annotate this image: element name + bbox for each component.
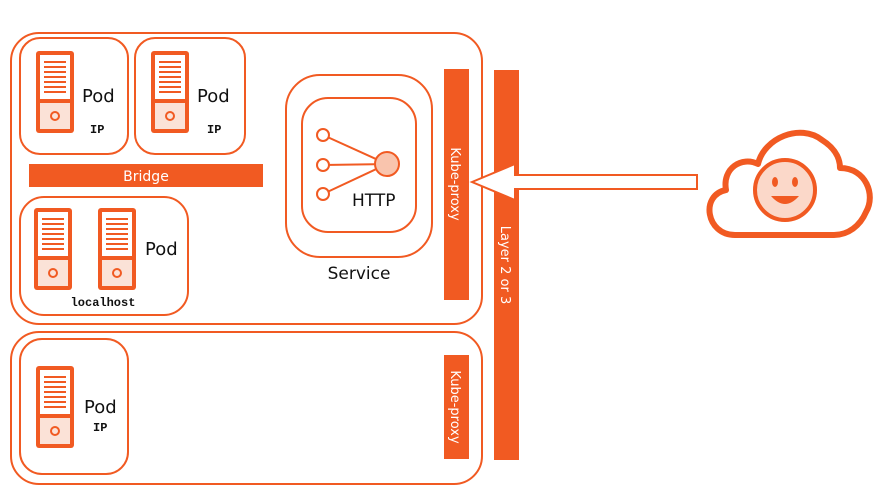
pod-b: Pod IP bbox=[134, 37, 246, 155]
service-protocol: HTTP bbox=[352, 191, 396, 211]
server-icon bbox=[97, 207, 137, 291]
server-icon bbox=[35, 50, 75, 134]
pod-a-ip: IP bbox=[90, 123, 104, 137]
server-icon bbox=[33, 207, 73, 291]
service-label: Service bbox=[328, 264, 391, 284]
kube-proxy-label-2: Kube-proxy bbox=[447, 370, 462, 444]
pod-d: Pod IP bbox=[19, 338, 129, 475]
kube-proxy-node-1: Kube-proxy bbox=[444, 69, 469, 300]
kube-proxy-label: Kube-proxy bbox=[447, 147, 462, 221]
layer-bar: Layer 2 or 3 bbox=[494, 70, 519, 460]
kube-proxy-node-2: Kube-proxy bbox=[444, 355, 469, 459]
pod-c: Pod localhost bbox=[19, 196, 189, 316]
pod-c-label: Pod bbox=[145, 239, 178, 260]
pod-a: Pod IP bbox=[19, 37, 129, 155]
pod-a-label: Pod bbox=[82, 86, 115, 107]
pod-d-label: Pod bbox=[84, 397, 117, 418]
server-icon bbox=[35, 365, 75, 449]
http-endpoint-icon bbox=[316, 128, 400, 201]
layer-bar-label: Layer 2 or 3 bbox=[497, 226, 512, 304]
pod-b-label: Pod bbox=[197, 86, 230, 107]
pod-b-ip: IP bbox=[207, 123, 221, 137]
service: HTTP Service bbox=[285, 74, 433, 284]
node-2-container bbox=[10, 331, 483, 485]
server-icon bbox=[150, 50, 190, 134]
pod-d-ip: IP bbox=[93, 421, 107, 435]
smiley-cloud-icon bbox=[706, 129, 873, 238]
traffic-arrow bbox=[469, 162, 698, 202]
bridge-label: Bridge bbox=[123, 169, 169, 185]
bridge-bar: Bridge bbox=[29, 164, 263, 187]
pod-c-localhost: localhost bbox=[71, 296, 136, 310]
